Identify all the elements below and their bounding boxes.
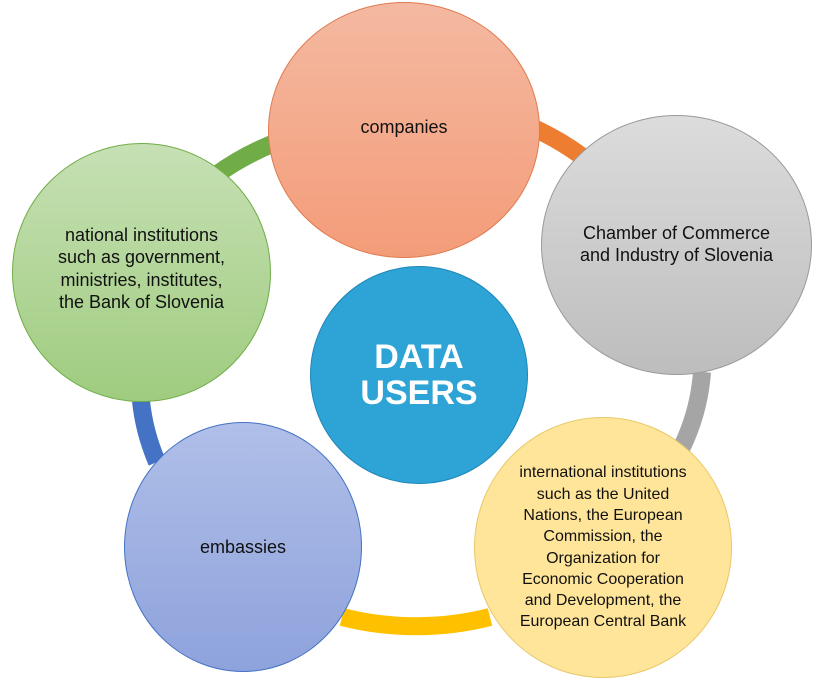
embassies-label: embassies xyxy=(199,536,287,557)
data-users-title: DATA USERS xyxy=(360,337,478,412)
connector-arc-embassies-to-national xyxy=(132,399,166,466)
international-institutions-node: international institutions such as the U… xyxy=(474,417,732,678)
data-users-center-node: DATA USERS xyxy=(310,266,528,484)
companies-label: companies xyxy=(360,116,448,137)
national-institutions-node: national institutions such as government… xyxy=(12,143,271,402)
embassies-node: embassies xyxy=(124,422,362,672)
connector-arc-national-to-companies xyxy=(210,133,281,183)
companies-node: companies xyxy=(268,2,540,258)
chamber-of-commerce-label: Chamber of Commerce and Industry of Slov… xyxy=(579,222,774,265)
international-institutions-label: international institutions such as the U… xyxy=(519,464,687,631)
connector-arc-chamber-to-international xyxy=(673,371,711,451)
national-institutions-label: national institutions such as government… xyxy=(57,224,226,312)
connector-arc-international-to-embassies xyxy=(339,608,493,636)
chamber-of-commerce-node: Chamber of Commerce and Industry of Slov… xyxy=(541,115,812,375)
